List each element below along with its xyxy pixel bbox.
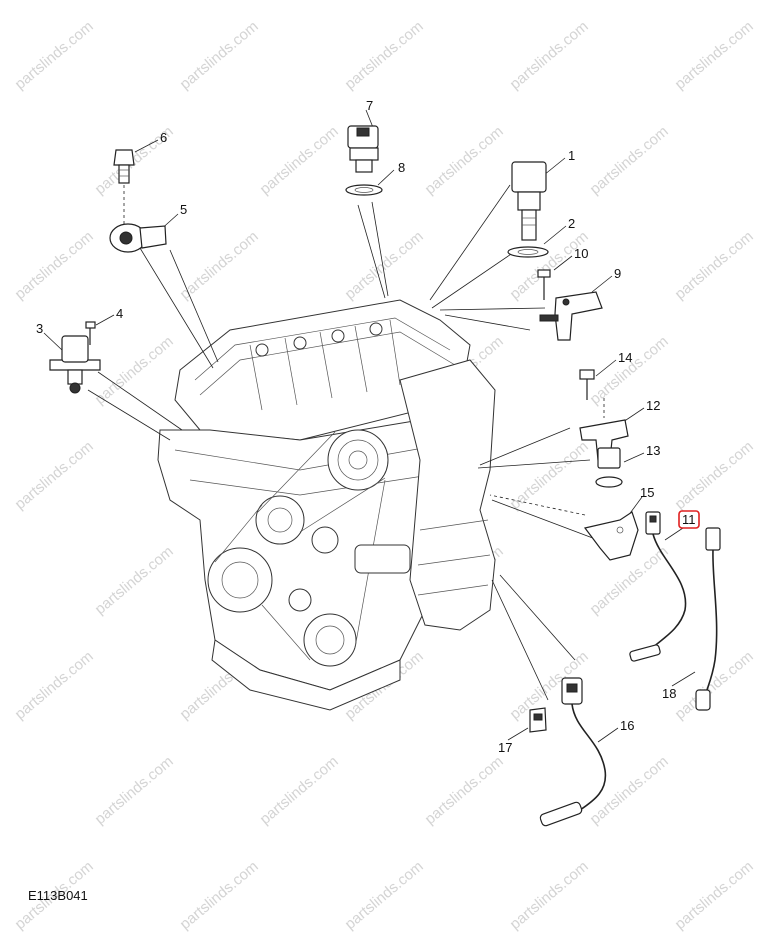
watermark-text: partslinds.com — [587, 753, 672, 828]
svg-text:2: 2 — [568, 216, 575, 231]
watermark-text: partslinds.com — [672, 648, 757, 723]
callout-11[interactable]: 11 — [678, 510, 700, 529]
callout-9[interactable]: 9 — [614, 266, 621, 281]
part-3-map-sensor[interactable] — [49, 335, 101, 394]
watermark-text: partslinds.com — [257, 123, 342, 198]
watermark-text: partslinds.com — [507, 858, 592, 933]
svg-text:6: 6 — [160, 130, 167, 145]
svg-text:3: 3 — [36, 321, 43, 336]
part-1-temperature-sensor[interactable] — [511, 161, 547, 241]
callout-17[interactable]: 17 — [498, 740, 512, 755]
engine-assembly — [157, 299, 496, 711]
callout-1[interactable]: 1 — [568, 148, 575, 163]
callout-18[interactable]: 18 — [662, 686, 676, 701]
svg-text:17: 17 — [498, 740, 512, 755]
svg-text:1: 1 — [568, 148, 575, 163]
watermark-text: partslinds.com — [342, 18, 427, 93]
callout-labels: 1 2 3 4 5 6 7 8 9 10 11 12 13 14 15 16 1… — [36, 98, 700, 755]
watermark-text: partslinds.com — [587, 333, 672, 408]
svg-text:4: 4 — [116, 306, 123, 321]
watermark-text: partslinds.com — [672, 438, 757, 513]
callout-14[interactable]: 14 — [618, 350, 632, 365]
watermark-text: partslinds.com — [342, 858, 427, 933]
part-9-camshaft-sensor[interactable] — [539, 291, 603, 341]
watermark-text: partslinds.com — [177, 228, 262, 303]
watermark-text: partslinds.com — [507, 18, 592, 93]
callout-6[interactable]: 6 — [160, 130, 167, 145]
callout-8[interactable]: 8 — [398, 160, 405, 175]
part-18-oxygen-sensor[interactable] — [695, 527, 721, 711]
watermark-text: partslinds.com — [12, 228, 97, 303]
part-6-bolt[interactable] — [113, 149, 135, 225]
part-11-oxygen-sensor[interactable] — [629, 511, 687, 662]
svg-text:7: 7 — [366, 98, 373, 113]
watermark-text: partslinds.com — [422, 123, 507, 198]
callout-5[interactable]: 5 — [180, 202, 187, 217]
part-16-oxygen-sensor[interactable] — [539, 677, 607, 827]
part-7-oil-pressure-switch[interactable] — [347, 125, 379, 173]
part-17-clip[interactable] — [529, 707, 547, 733]
callout-4[interactable]: 4 — [116, 306, 123, 321]
watermark-text: partslinds.com — [177, 18, 262, 93]
watermark-text: partslinds.com — [422, 753, 507, 828]
watermark-text: partslinds.com — [92, 753, 177, 828]
highlight-box — [678, 510, 700, 529]
svg-text:15: 15 — [640, 485, 654, 500]
part-4-bolt[interactable] — [85, 321, 96, 345]
svg-text:11: 11 — [682, 512, 696, 527]
watermark-text: partslinds.com — [177, 858, 262, 933]
watermark-text: partslinds.com — [12, 18, 97, 93]
callout-2[interactable]: 2 — [568, 216, 575, 231]
part-5-knock-sensor[interactable] — [109, 223, 167, 253]
watermark-text: partslinds.com — [672, 18, 757, 93]
svg-text:16: 16 — [620, 718, 634, 733]
watermark-text: partslinds.com — [672, 858, 757, 933]
watermark-text: partslinds.com — [587, 123, 672, 198]
part-14-bolt[interactable] — [579, 369, 595, 400]
svg-text:13: 13 — [646, 443, 660, 458]
callout-3[interactable]: 3 — [36, 321, 43, 336]
part-13-o-ring[interactable] — [595, 447, 623, 488]
svg-text:5: 5 — [180, 202, 187, 217]
watermark-text: partslinds.com — [12, 438, 97, 513]
callout-15[interactable]: 15 — [640, 485, 654, 500]
watermark-text: partslinds.com — [342, 228, 427, 303]
svg-text:14: 14 — [618, 350, 632, 365]
diagram-code: E113B041 — [28, 888, 88, 903]
callout-10[interactable]: 10 — [574, 246, 588, 261]
watermark-text: partslinds.com — [257, 753, 342, 828]
svg-text:10: 10 — [574, 246, 588, 261]
part-10-bolt[interactable] — [537, 269, 551, 300]
part-8-sealing-washer[interactable] — [345, 184, 383, 196]
part-15-bracket[interactable] — [583, 511, 639, 561]
svg-text:12: 12 — [646, 398, 660, 413]
callout-16[interactable]: 16 — [620, 718, 634, 733]
watermark-text: partslinds.com — [12, 648, 97, 723]
svg-text:9: 9 — [614, 266, 621, 281]
watermark-text: partslinds.com — [672, 228, 757, 303]
leader-lines — [43, 109, 696, 743]
part-2-sealing-washer[interactable] — [507, 246, 549, 258]
watermark-text: partslinds.com — [92, 543, 177, 618]
callout-13[interactable]: 13 — [646, 443, 660, 458]
callout-12[interactable]: 12 — [646, 398, 660, 413]
svg-text:8: 8 — [398, 160, 405, 175]
svg-text:18: 18 — [662, 686, 676, 701]
callout-7[interactable]: 7 — [366, 98, 373, 113]
watermark-text: partslinds.com — [507, 228, 592, 303]
